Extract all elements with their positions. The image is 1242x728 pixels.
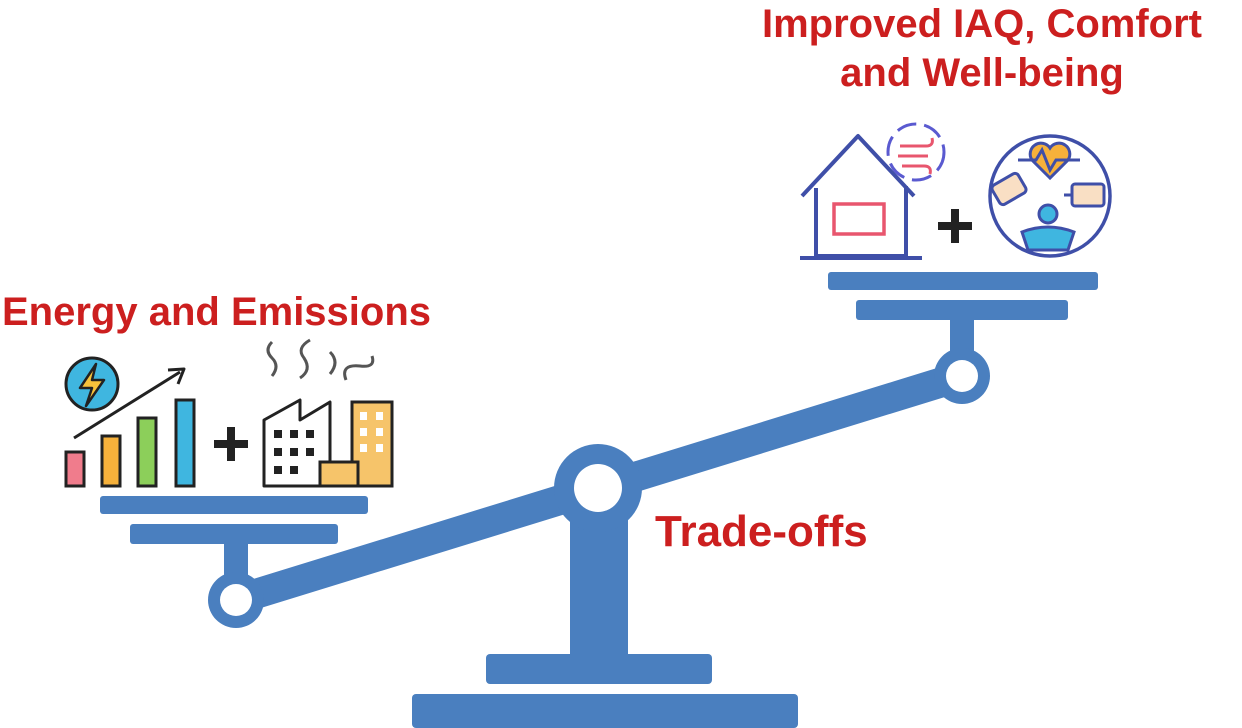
- rising-bar-chart-icon: [64, 367, 196, 488]
- lightning-bolt-icon: [64, 356, 120, 412]
- house-ventilation-icon: [800, 122, 946, 260]
- iaq-comfort-label: Improved IAQ, Comfort and Well-being: [722, 0, 1242, 98]
- energy-emissions-label: Energy and Emissions: [2, 290, 432, 334]
- scale-base-top: [486, 654, 712, 684]
- left-pan-upper: [100, 496, 368, 514]
- right-beam-end-hole: [946, 360, 978, 392]
- tradeoffs-label: Trade-offs: [655, 507, 868, 556]
- plus-icon: [938, 209, 972, 243]
- health-fitness-icon: [988, 134, 1112, 258]
- scale-pivot-hole: [574, 464, 622, 512]
- left-beam-end-hole: [220, 584, 252, 616]
- iaq-label-line-2: and Well-being: [840, 50, 1124, 95]
- scale-base-bottom: [412, 694, 798, 728]
- iaq-label-line-1: Improved IAQ, Comfort: [761, 2, 1203, 46]
- factory-pollution-icon: [262, 338, 394, 488]
- right-pan-upper: [828, 272, 1098, 290]
- left-pan-lower: [130, 524, 338, 544]
- right-pan-lower: [856, 300, 1068, 320]
- plus-icon: [214, 427, 248, 461]
